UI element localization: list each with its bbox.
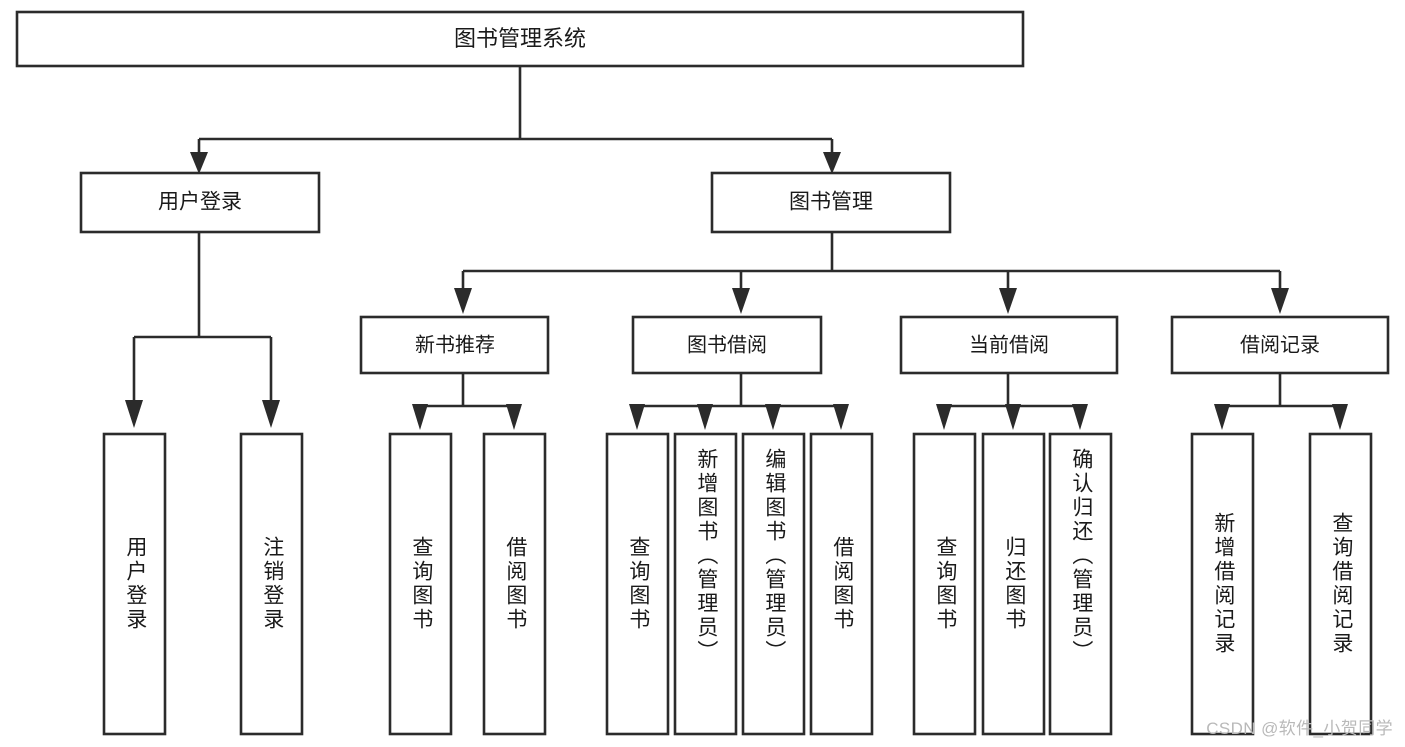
arrow-to-borrow-record bbox=[1271, 288, 1289, 314]
node-user-login[interactable]: 用户登录 bbox=[79, 171, 321, 234]
arrow-to-leaf-edit-book bbox=[765, 404, 781, 430]
leaf-query-book-3-box[interactable] bbox=[912, 432, 977, 736]
leaf-borrow-book-1-box[interactable] bbox=[482, 432, 547, 736]
node-user-login-box[interactable] bbox=[79, 171, 321, 234]
node-user-login-label: 用户登录 bbox=[158, 191, 242, 214]
arrow-to-leaf-return-book bbox=[1005, 404, 1021, 430]
node-book-management-box[interactable] bbox=[710, 171, 952, 234]
arrow-to-user-login bbox=[190, 152, 208, 174]
node-new-book-recommend-box[interactable] bbox=[359, 315, 550, 375]
node-new-book-recommend[interactable]: 新书推荐 bbox=[359, 315, 550, 375]
leaf-query-book-2-box[interactable] bbox=[605, 432, 670, 736]
node-borrow-record-label: 借阅记录 bbox=[1240, 333, 1320, 356]
arrow-to-book-borrow bbox=[732, 288, 750, 314]
node-book-borrow-label: 图书借阅 bbox=[687, 333, 767, 356]
leaf-node-query-book-1[interactable] bbox=[388, 432, 453, 736]
node-borrow-record[interactable]: 借阅记录 bbox=[1170, 315, 1390, 375]
node-book-borrow-box[interactable] bbox=[631, 315, 823, 375]
node-current-borrow[interactable]: 当前借阅 bbox=[899, 315, 1119, 375]
arrow-to-leaf-query-book-2 bbox=[629, 404, 645, 430]
node-book-management[interactable]: 图书管理 bbox=[710, 171, 952, 234]
leaf-node-query-book-2[interactable] bbox=[605, 432, 670, 736]
leaf-add-record-box[interactable] bbox=[1190, 432, 1255, 736]
leaf-user-login-box[interactable] bbox=[102, 432, 167, 736]
leaf-node-confirm-return[interactable] bbox=[1048, 432, 1113, 736]
arrow-to-leaf-add-book bbox=[697, 404, 713, 430]
leaf-node-borrow-book-1[interactable] bbox=[482, 432, 547, 736]
leaf-add-book-box[interactable] bbox=[673, 432, 738, 736]
node-borrow-record-box[interactable] bbox=[1170, 315, 1390, 375]
leaf-node-query-book-3[interactable] bbox=[912, 432, 977, 736]
leaf-return-book-box[interactable] bbox=[981, 432, 1046, 736]
arrow-to-book-management bbox=[823, 152, 841, 174]
arrow-to-leaf-query-book-1 bbox=[412, 404, 428, 430]
arrow-to-new-book-recommend bbox=[454, 288, 472, 314]
leaf-borrow-book-2-box[interactable] bbox=[809, 432, 874, 736]
leaf-query-book-1-box[interactable] bbox=[388, 432, 453, 736]
arrow-to-current-borrow bbox=[999, 288, 1017, 314]
leaf-node-borrow-book-2[interactable] bbox=[809, 432, 874, 736]
node-current-borrow-box[interactable] bbox=[899, 315, 1119, 375]
leaf-node-query-record[interactable] bbox=[1308, 432, 1373, 736]
arrow-to-leaf-add-record bbox=[1214, 404, 1230, 430]
leaf-node-return-book[interactable] bbox=[981, 432, 1046, 736]
leaf-user-logout-box[interactable] bbox=[239, 432, 304, 736]
leaf-confirm-return-box[interactable] bbox=[1048, 432, 1113, 736]
leaf-node-edit-book[interactable] bbox=[741, 432, 806, 736]
arrow-to-leaf-query-book-3 bbox=[936, 404, 952, 430]
node-current-borrow-label: 当前借阅 bbox=[969, 333, 1049, 356]
arrow-head-layer bbox=[125, 152, 1348, 430]
leaf-node-user-login[interactable] bbox=[102, 432, 167, 736]
arrow-to-leaf-user-login bbox=[125, 400, 143, 428]
node-book-borrow[interactable]: 图书借阅 bbox=[631, 315, 823, 375]
arrow-to-leaf-confirm-return bbox=[1072, 404, 1088, 430]
node-root-box[interactable] bbox=[15, 10, 1025, 68]
arrow-to-leaf-user-logout bbox=[262, 400, 280, 428]
arrow-to-leaf-borrow-book-2 bbox=[833, 404, 849, 430]
arrow-to-leaf-query-record bbox=[1332, 404, 1348, 430]
node-root[interactable]: 图书管理系统 bbox=[15, 10, 1025, 68]
arrow-to-leaf-borrow-book-1 bbox=[506, 404, 522, 430]
leaf-edit-book-box[interactable] bbox=[741, 432, 806, 736]
node-root-label: 图书管理系统 bbox=[454, 26, 586, 51]
node-book-management-label: 图书管理 bbox=[789, 191, 873, 214]
leaf-node-add-book[interactable] bbox=[673, 432, 738, 736]
leaf-layer bbox=[102, 432, 1373, 736]
leaf-query-record-box[interactable] bbox=[1308, 432, 1373, 736]
leaf-node-user-logout[interactable] bbox=[239, 432, 304, 736]
node-new-book-recommend-label: 新书推荐 bbox=[415, 333, 495, 356]
leaf-node-add-record[interactable] bbox=[1190, 432, 1255, 736]
